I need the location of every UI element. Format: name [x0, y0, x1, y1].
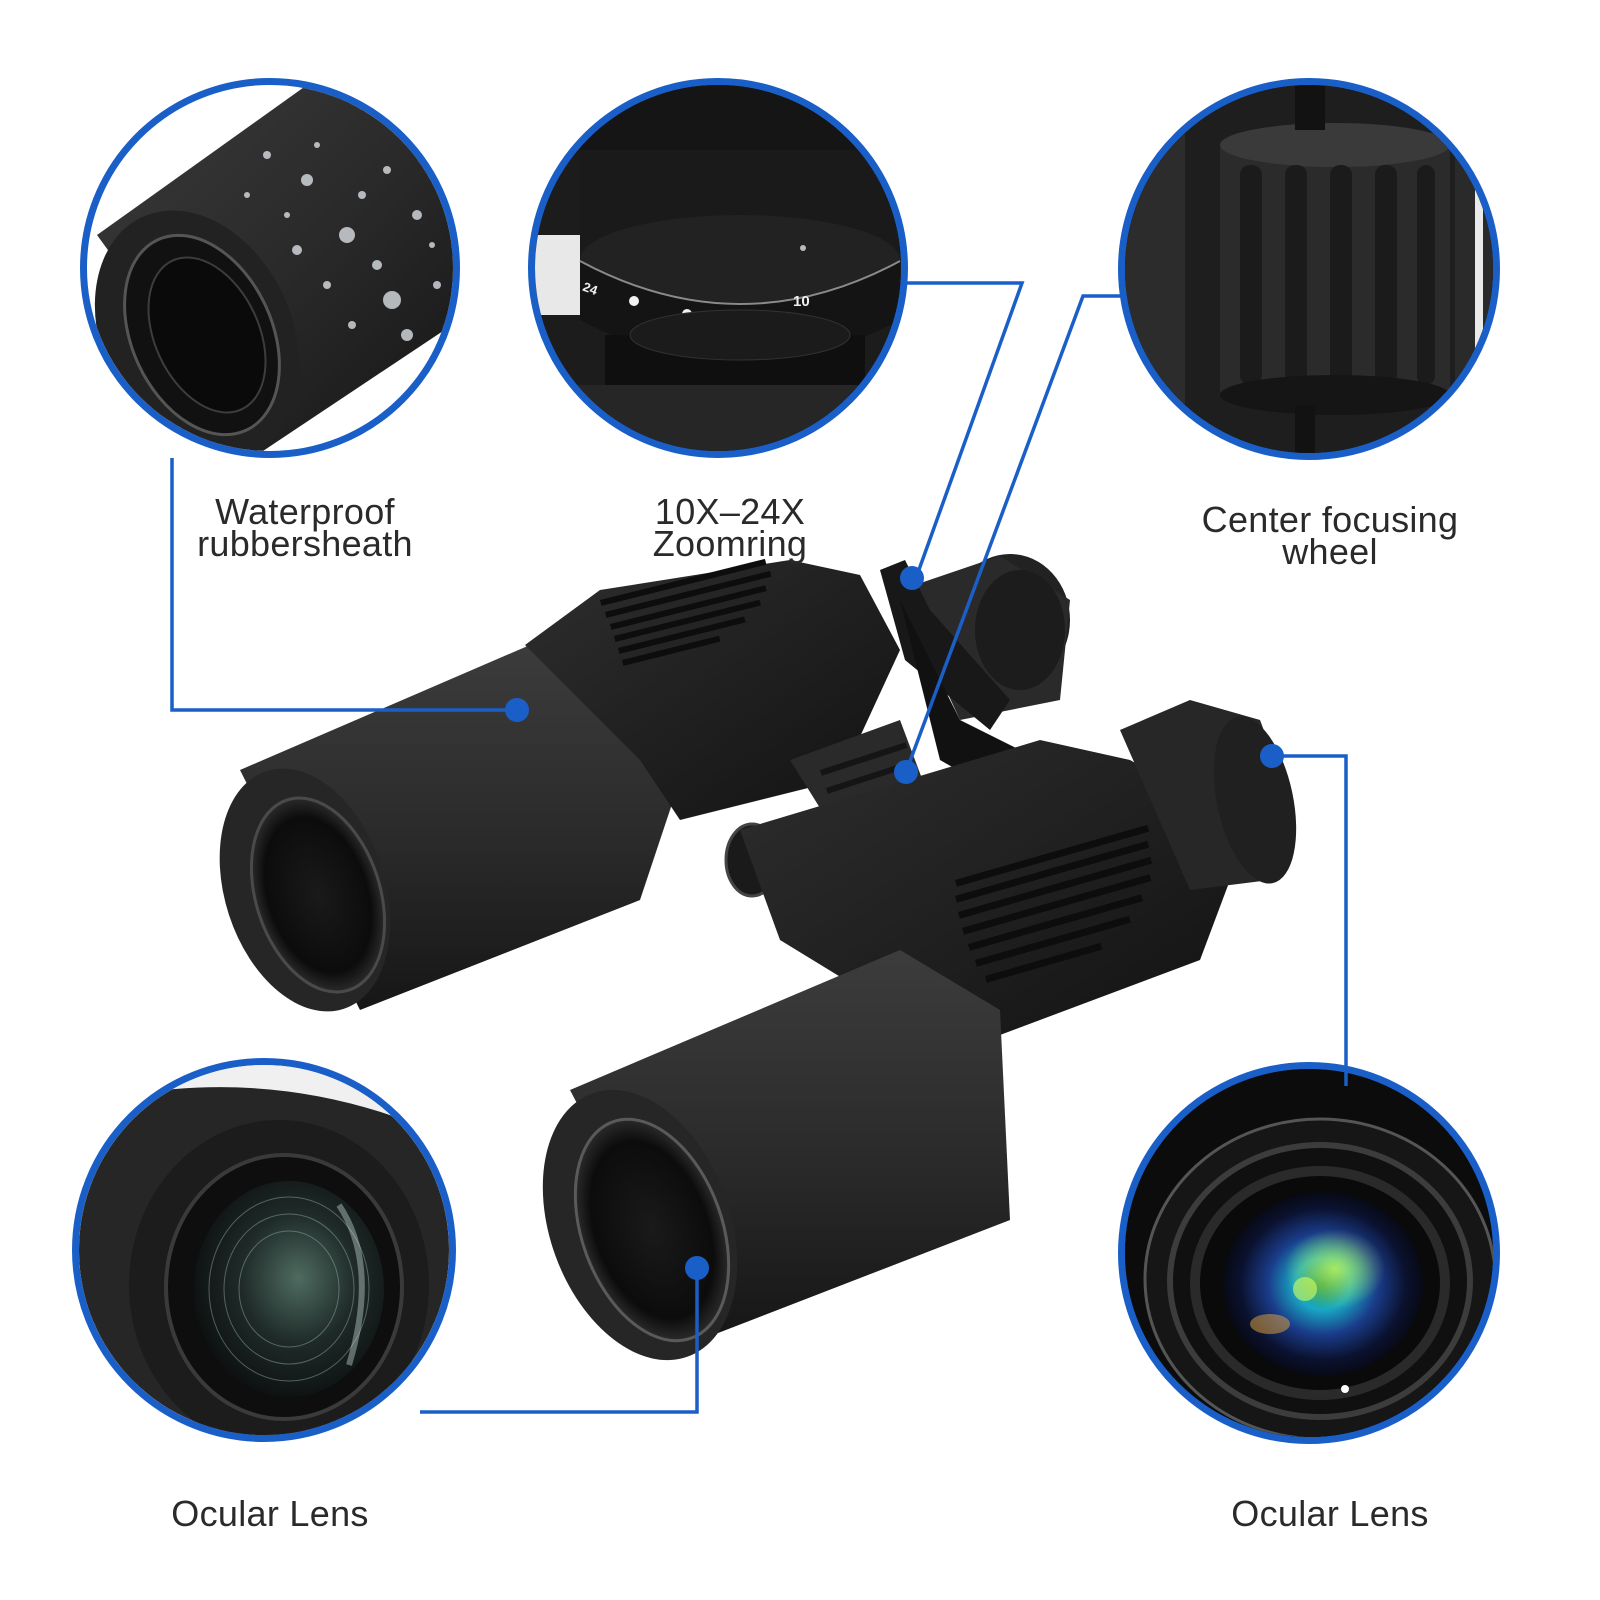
rubber-sheath-closeup-icon [94, 85, 453, 451]
label-zoomring: 10X–24X Zoomring [652, 491, 808, 564]
detail-circle-focus-wheel [1118, 78, 1500, 460]
detail-circle-ocular-lens-left [72, 1058, 456, 1442]
label-center-focusing-wheel: Center focusing wheel [1201, 499, 1459, 572]
detail-circle-waterproof-sheath [80, 78, 460, 458]
label-waterproof-rubber-sheath: Waterproof rubbersheath [197, 491, 413, 564]
zoom-mark-10: 10 [793, 293, 810, 310]
label-ocular-lens-left: Ocular Lens [171, 1493, 369, 1534]
detail-circle-ocular-lens-right [1118, 1062, 1500, 1444]
coated-lens-closeup-icon [1125, 1069, 1493, 1437]
focus-wheel-closeup-icon [1125, 85, 1493, 453]
label-ocular-lens-right: Ocular Lens [1231, 1493, 1429, 1534]
zoom-ring-closeup-icon [535, 85, 901, 451]
ocular-lens-closeup-icon [79, 1065, 449, 1435]
detail-circle-zoom-ring: 24 10 [528, 78, 908, 458]
